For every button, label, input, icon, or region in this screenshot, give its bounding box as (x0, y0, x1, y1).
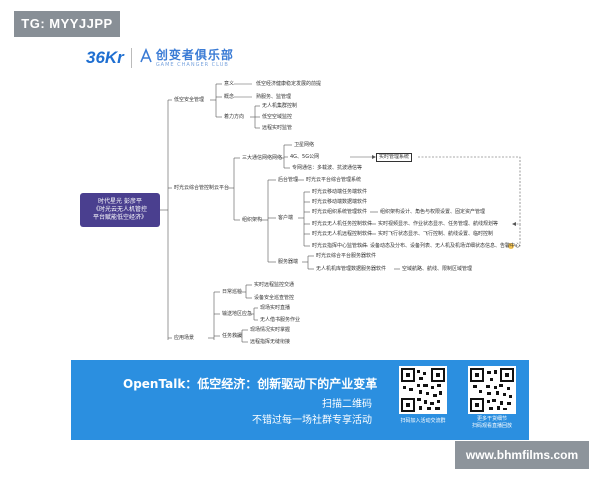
logo-name-en: GAME CHANGER CLUB (155, 61, 229, 68)
app-emergency: 输送地区应急 (222, 311, 253, 317)
safety-concept-desc: 熟服务、监管理 (256, 94, 292, 100)
banner-line-2: 不错过每一场社群专享活动 (252, 415, 372, 426)
root-line-3: 平台赋能低空经济》 (92, 214, 147, 221)
client-4-desc: 实时视频显示、作业状态显示、任务管理、航线规划等 (378, 221, 499, 227)
client-1: 时光云移动端任务端软件 (312, 189, 368, 195)
app-task: 任务救援 (222, 333, 243, 339)
safety-direction-2: 低空空域监控 (262, 114, 293, 120)
platform-network: 三大通信网络网络 (242, 155, 283, 161)
client-3-desc: 组织架构设计、角色与权限设置、固定资产管理 (380, 209, 486, 215)
app-daily: 日常巡检 (222, 289, 243, 295)
client-6-desc: 设备动态及分布、设备列表、无人机及机场详细状态信息、告警中心 (370, 243, 521, 249)
app-task-1: 现场情况实时掌握 (250, 327, 291, 333)
site-watermark: www.bhmfilms.com (455, 441, 589, 469)
network-public: 4G、5G公网 (290, 154, 320, 160)
network-private: 专网通信：多载波、抗波通信等 (292, 165, 363, 171)
club-icon (139, 47, 153, 68)
qr-code-replay-icon[interactable] (468, 366, 516, 414)
platform-backend-desc: 时光云平台综合管理系统 (306, 177, 362, 183)
qr-caption-replay: 更多干货细节 扫码观看直播回放 (460, 416, 524, 430)
app-daily-2: 设备安全巡查管控 (254, 295, 295, 301)
safety-meaning-desc: 低空经济健康稳定发展的前提 (256, 81, 322, 87)
platform-server: 服务器端 (278, 259, 299, 265)
app-emergency-1: 现场实时直播 (260, 305, 291, 311)
app-emergency-2: 无人借书服务作业 (260, 317, 301, 323)
client-5: 时光云无人机远程控制软件 (312, 231, 373, 237)
qr-caption-replay-1: 更多干货细节 (476, 416, 507, 422)
branch-platform: 时光云综合管控制云平台 (174, 185, 230, 191)
server-1: 时光云综合平台服务器软件 (316, 253, 377, 259)
platform-client: 客户端 (278, 215, 294, 221)
root-line-2: 《时光云无人机管控 (92, 206, 147, 213)
logo-mark: 36Kr (86, 48, 124, 67)
logo-divider (130, 48, 132, 68)
client-4: 时光云无人机任务控制软件 (312, 221, 373, 227)
client-6: 时光云指挥中心监管软件 (312, 243, 368, 249)
realtime-system: 实时管理系统 (376, 153, 413, 162)
logo-name-cn: 创变者俱乐部 (155, 47, 234, 62)
qr-code-group-icon[interactable] (399, 366, 447, 414)
server-2: 无人机机库管理数据服务器软件 (316, 266, 387, 272)
safety-concept: 概念 (224, 94, 235, 100)
network-satellite: 卫星网络 (294, 142, 315, 148)
branch-safety: 低空安全管理 (174, 97, 205, 103)
branch-apps: 应用场景 (174, 335, 195, 341)
brand-logo: 36Kr 创变者俱乐部 GAME CHANGER CLUB (86, 44, 234, 72)
platform-backend: 后台管理 (278, 177, 299, 183)
safety-direction-3: 远程实时监管 (262, 125, 293, 131)
banner-title: OpenTalk：低空经济：创新驱动下的产业变革 (123, 377, 378, 391)
server-2-desc: 空域航路、航线、限制区域管理 (402, 266, 473, 272)
safety-direction: 着力方向 (224, 114, 245, 120)
qr-caption-replay-2: 扫码观看直播回放 (471, 423, 512, 429)
client-2: 时光云移动端数据端软件 (312, 199, 368, 205)
corner-tag: TG: MYYJJPP (14, 11, 120, 37)
client-3: 时光云组织系统管理软件 (312, 209, 368, 215)
mindmap-root: 时代星光 彭彦平 《时光云无人机管控 平台赋能低空经济》 (80, 193, 160, 227)
root-line-1: 时代星光 彭彦平 (98, 198, 142, 205)
platform-arch: 组织架构 (242, 217, 263, 223)
client-5-desc: 实时飞行状态显示、飞行控制、航线设置、临时控制 (378, 231, 494, 237)
banner-line-1: 扫描二维码 (322, 399, 372, 410)
safety-meaning: 意义 (224, 81, 235, 87)
app-task-2: 远程指挥无缝衔接 (250, 339, 291, 345)
opentalk-banner: OpenTalk：低空经济：创新驱动下的产业变革 扫描二维码 不错过每一场社群专… (71, 360, 529, 440)
app-daily-1: 实时远程监控交通 (254, 282, 295, 288)
qr-caption-group: 扫码加入活动交流群 (400, 418, 446, 424)
safety-direction-1: 无人机集群控制 (262, 103, 298, 109)
